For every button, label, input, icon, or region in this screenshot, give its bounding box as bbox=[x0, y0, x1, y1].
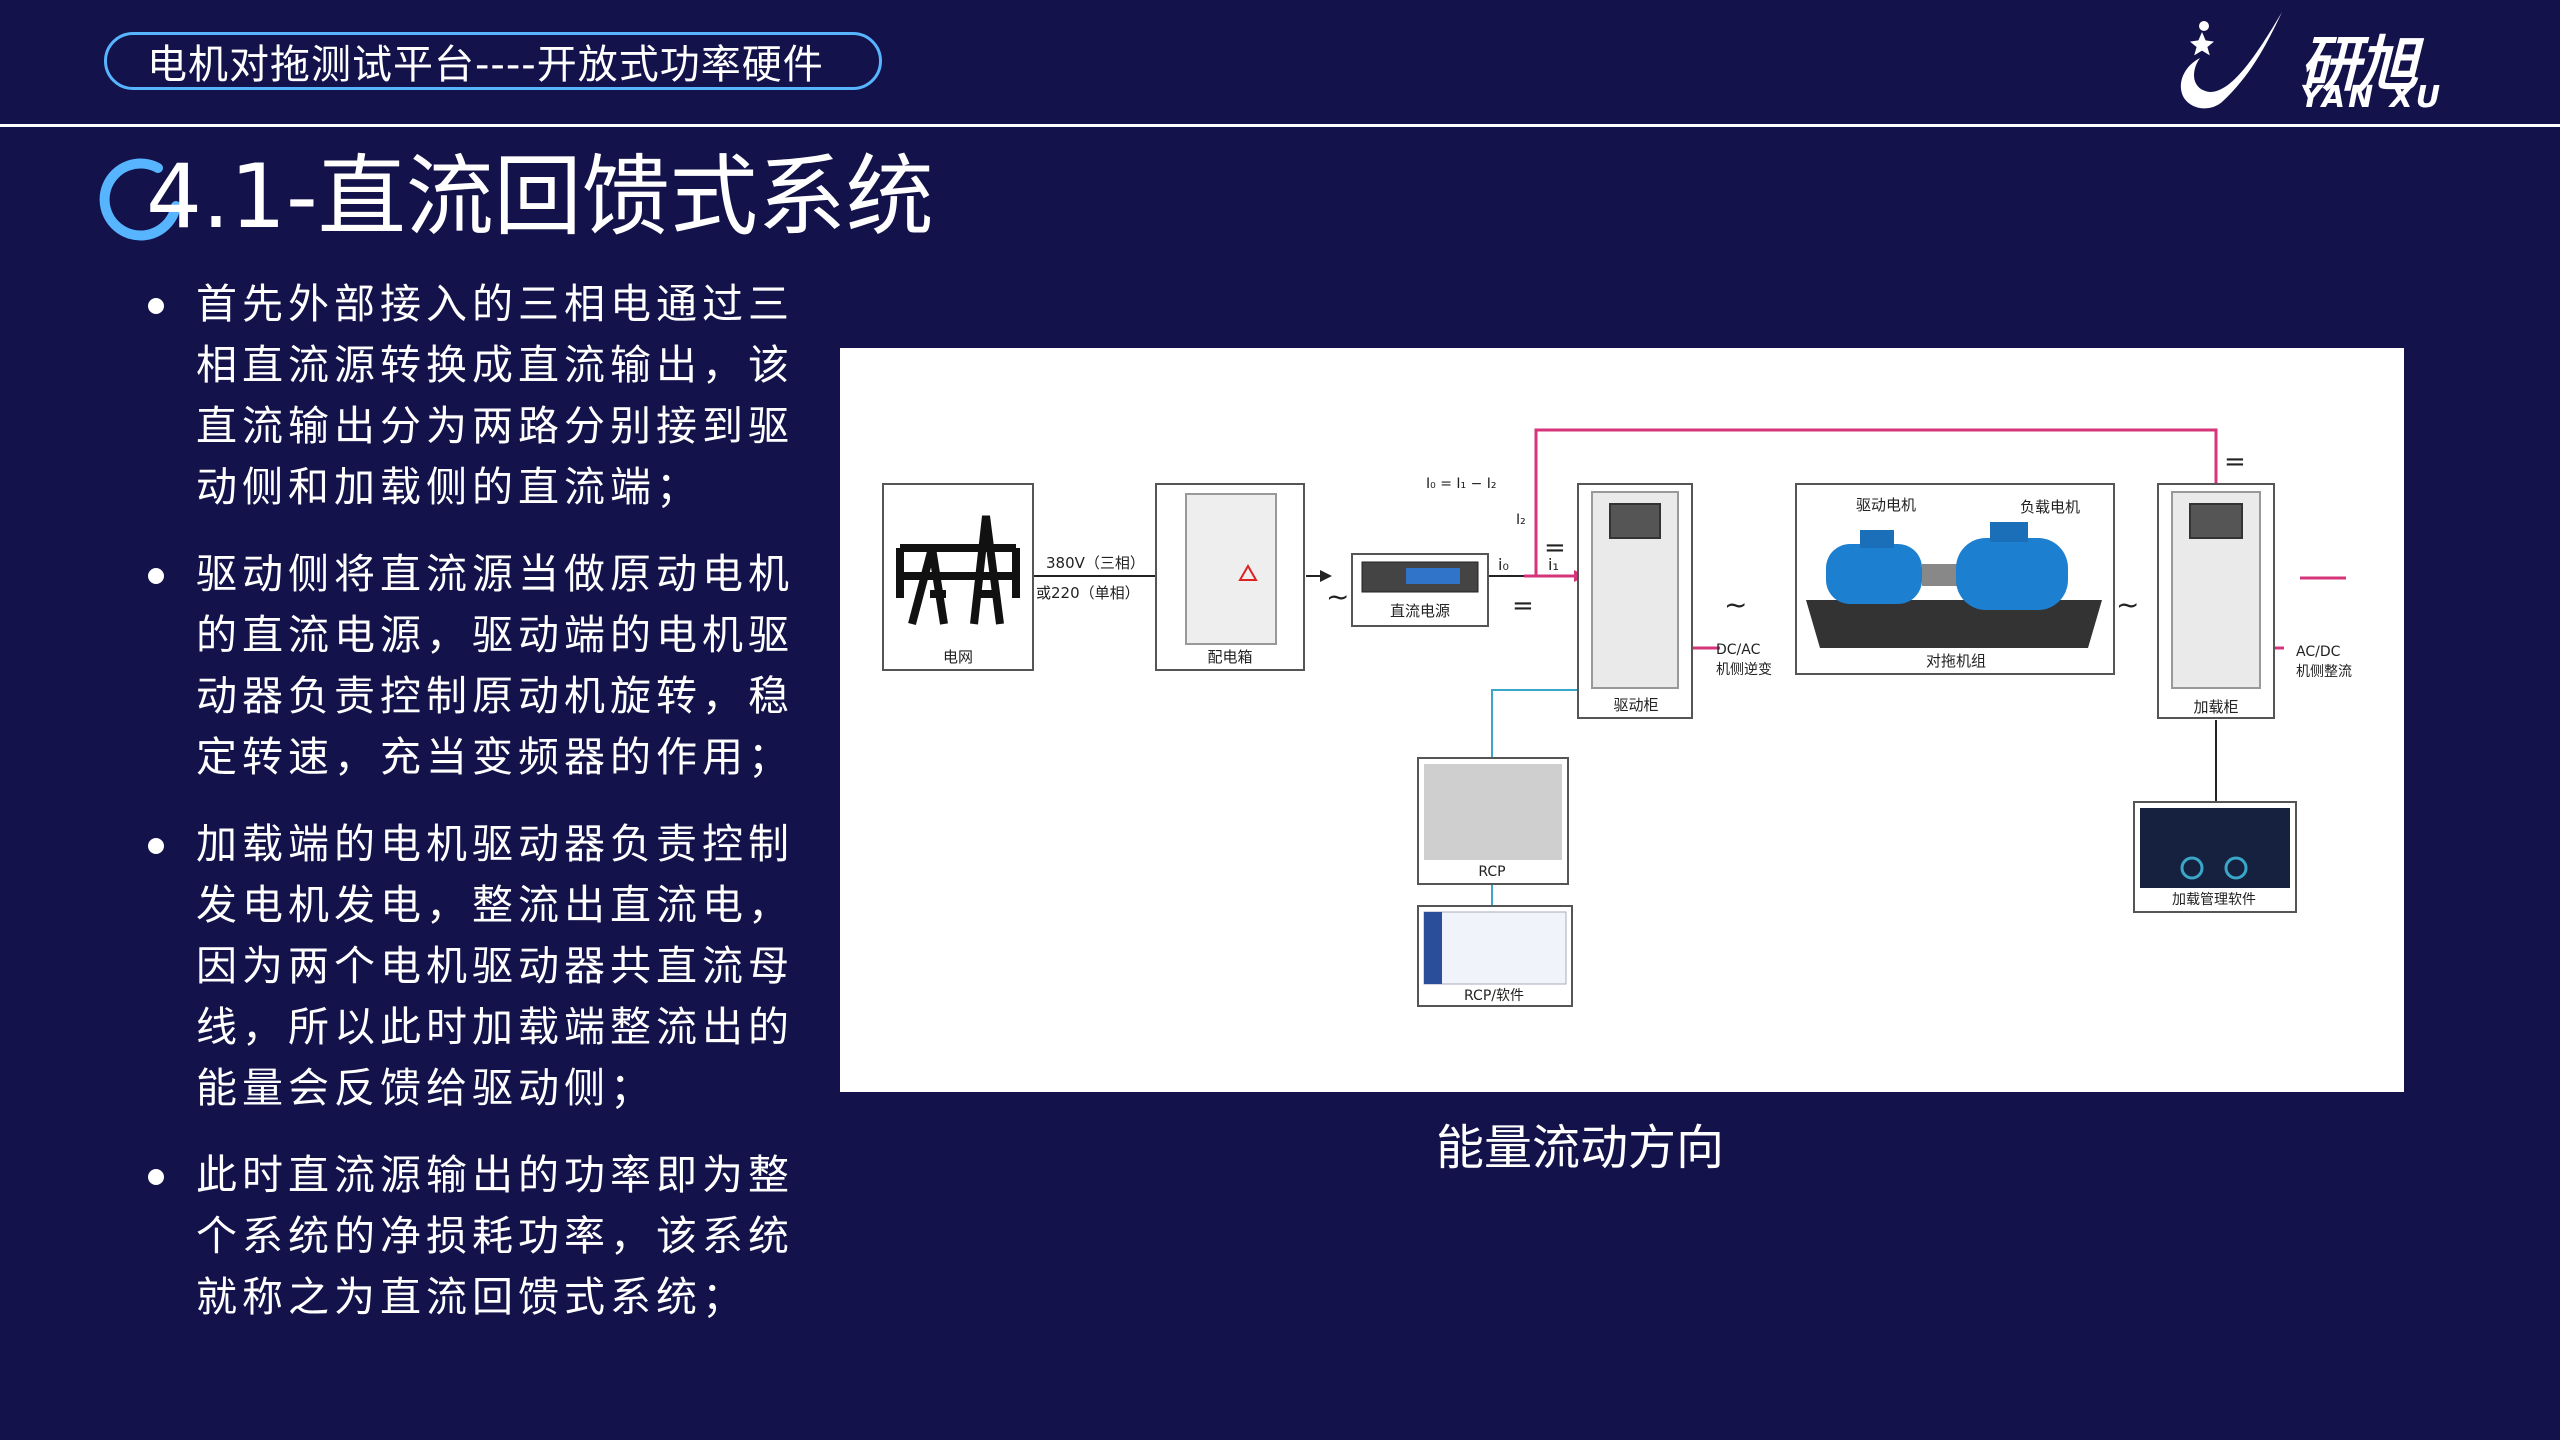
rcp-device-icon bbox=[1424, 764, 1562, 860]
dc-symbol: = bbox=[1512, 591, 1534, 621]
logo-en: YAN XU bbox=[2300, 80, 2444, 115]
power-tower-icon bbox=[896, 515, 1020, 626]
logo-cn: 研旭 bbox=[2300, 30, 2418, 100]
drive-cabinet-label: 驱动柜 bbox=[1613, 696, 1658, 714]
bullet-item: 加载端的电机驱动器负责控制发电机发电，整流出直流电，因为两个电机驱动器共直流母线… bbox=[148, 814, 808, 1119]
bullet-item: 首先外部接入的三相电通过三相直流源转换成直流输出，该直流输出分为两路分别接到驱动… bbox=[148, 274, 808, 518]
rcp-label: RCP bbox=[1478, 864, 1505, 880]
current-i0-label: i₀ bbox=[1498, 555, 1509, 574]
current-i2-label: I₂ bbox=[1516, 512, 1526, 528]
load-cabinet-label: 加载柜 bbox=[2193, 698, 2238, 716]
system-diagram: 电网 380V（三相） 或220（单相） 配电箱 直流电源 ~ = = = I₀… bbox=[840, 348, 2404, 1092]
dc-symbol: = bbox=[1544, 533, 1566, 563]
voltage-label-2: 或220（单相） bbox=[1036, 584, 1140, 602]
diagram-canvas: 电网 380V（三相） 或220（单相） 配电箱 直流电源 ~ = = = I₀… bbox=[882, 428, 2352, 1007]
rcp-software-label: RCP/软件 bbox=[1464, 988, 1524, 1004]
coupling-icon bbox=[1922, 564, 1960, 586]
current-i1-label: i₁ bbox=[1548, 555, 1559, 574]
load-motor-label: 负载电机 bbox=[2020, 498, 2080, 516]
bullet-dot-icon bbox=[148, 1169, 164, 1185]
motor-base-icon bbox=[1806, 600, 2102, 648]
bullet-dot-icon bbox=[148, 298, 164, 314]
motor-icon bbox=[1956, 522, 2068, 610]
figure-caption: 能量流动方向 bbox=[1435, 1120, 1724, 1176]
logo-swoosh-icon bbox=[2180, 12, 2282, 109]
software-screenshot-icon bbox=[1423, 911, 1567, 985]
motor-icon bbox=[1826, 530, 1922, 604]
bullet-item: 此时直流源输出的功率即为整个系统的净损耗功率，该系统就称之为直流回馈式系统； bbox=[148, 1145, 808, 1328]
cabinet-icon bbox=[1185, 493, 1277, 645]
arrow-icon bbox=[1320, 570, 1332, 582]
voltage-label-1: 380V（三相） bbox=[1046, 554, 1145, 572]
load-software-label: 加载管理软件 bbox=[2172, 892, 2256, 908]
ac-symbol: ~ bbox=[1724, 588, 1747, 621]
grid-label: 电网 bbox=[943, 648, 973, 666]
top-bar: 电机对拖测试平台----开放式功率硬件 研旭 YAN XU bbox=[0, 0, 2560, 127]
section-title-text: 4.1-直流回馈式系统 bbox=[146, 145, 934, 248]
dcac-label-2: 机侧逆变 bbox=[1716, 662, 1772, 678]
software-dashboard-icon bbox=[2140, 808, 2290, 888]
header-divider bbox=[0, 124, 2560, 127]
ac-symbol: ~ bbox=[2116, 588, 2139, 621]
cabinet-screen-icon bbox=[2189, 503, 2243, 539]
gauge-icon bbox=[2224, 856, 2248, 880]
bullet-dot-icon bbox=[148, 568, 164, 584]
brand-logo: 研旭 YAN XU bbox=[2170, 6, 2460, 116]
motor-set-label: 对拖机组 bbox=[1926, 652, 1986, 670]
distribution-box-label: 配电箱 bbox=[1207, 648, 1252, 666]
bullet-list: 首先外部接入的三相电通过三相直流源转换成直流输出，该直流输出分为两路分别接到驱动… bbox=[148, 274, 808, 1354]
dc-source-display-icon bbox=[1406, 568, 1460, 584]
ac-symbol: ~ bbox=[1326, 580, 1349, 613]
dcac-label-1: DC/AC bbox=[1716, 642, 1761, 658]
software-sidebar-icon bbox=[1424, 912, 1442, 984]
header-title: 电机对拖测试平台----开放式功率硬件 bbox=[104, 32, 882, 90]
cabinet-screen-icon bbox=[1609, 503, 1661, 539]
ring-icon bbox=[99, 158, 181, 241]
current-equation: I₀ = I₁ − I₂ bbox=[1426, 476, 1497, 492]
dc-symbol: = bbox=[2224, 447, 2246, 477]
warning-icon bbox=[1238, 563, 1258, 581]
drive-motor-label: 驱动电机 bbox=[1856, 496, 1916, 514]
dc-source-label: 直流电源 bbox=[1390, 602, 1450, 620]
acdc-label-1: AC/DC bbox=[2296, 644, 2341, 660]
bullet-item: 驱动侧将直流源当做原动电机的直流电源，驱动端的电机驱动器负责控制原动机旋转，稳定… bbox=[148, 544, 808, 788]
signal-lines bbox=[1491, 689, 1578, 906]
bullet-dot-icon bbox=[148, 838, 164, 854]
gauge-icon bbox=[2180, 856, 2204, 880]
acdc-label-2: 机侧整流 bbox=[2296, 664, 2352, 680]
